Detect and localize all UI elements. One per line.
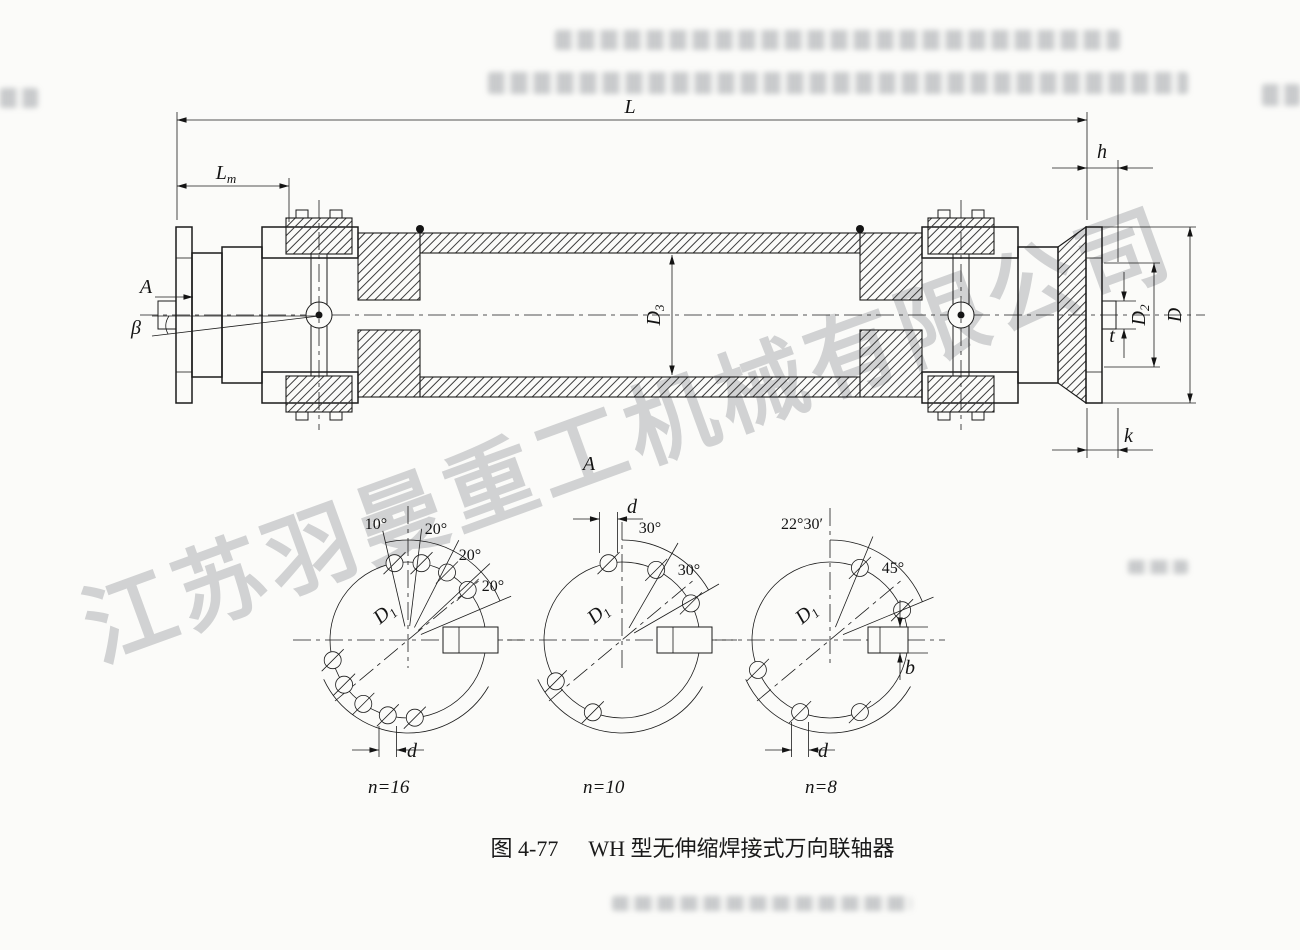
dim-D3-label: D3: [643, 304, 667, 326]
flange-lug: [442, 626, 499, 654]
main-assembly-drawing: L Lm h k: [130, 96, 1205, 458]
figure-title: WH 型无伸缩焊接式万向联轴器: [588, 836, 895, 861]
dim-D1-label: D1: [368, 598, 400, 630]
hole-count-label: n=8: [805, 777, 837, 798]
print-through-smudge: [1128, 560, 1188, 574]
print-through-smudge: [612, 896, 912, 911]
dim-D1-label: D1: [582, 598, 614, 630]
angle-label: 10°: [365, 516, 387, 533]
flange-lug: [867, 626, 909, 654]
dim-Lm-label: Lm: [215, 162, 237, 186]
dimension-Lm: Lm: [177, 162, 290, 222]
flange-lug: [656, 626, 713, 654]
right-universal-joint: [921, 200, 1059, 430]
bolt-holes: [321, 551, 479, 729]
figure-caption: 图 4-77 WH 型无伸缩焊接式万向联轴器: [0, 831, 1300, 863]
angle-dimensions: 22°30′ 45°: [781, 516, 934, 635]
figure-number: 图 4-77: [490, 836, 559, 861]
tube-shaft: [357, 225, 923, 398]
angle-label: 20°: [482, 578, 504, 595]
dimension-b: b: [897, 600, 928, 680]
angle-label: 20°: [425, 521, 447, 538]
dim-d-label: d: [627, 496, 638, 518]
section-view-label: A: [581, 453, 596, 475]
print-through-smudge: [488, 72, 1188, 94]
view-A-label: A: [138, 276, 153, 298]
dimension-L: L: [176, 96, 1088, 220]
weld-dot: [856, 225, 864, 233]
bolt-view-n8: 22°30′ 45° D1 b d n=8: [715, 508, 945, 798]
dim-D2-label: D2: [1128, 304, 1152, 326]
angle-label: 45°: [882, 560, 904, 577]
dimension-D: D: [1090, 226, 1196, 404]
bolt-view-n16: 10° 20° 20° 20° D1 d n=16: [293, 506, 523, 798]
hole-count-label: n=10: [583, 777, 625, 798]
dim-d-label: d: [818, 740, 829, 762]
dim-D1-label: D1: [790, 598, 822, 630]
dimension-d: d: [573, 496, 643, 553]
dimension-d: d: [765, 722, 835, 762]
weld-dot: [416, 225, 424, 233]
bolt-holes: [544, 551, 703, 724]
beta-angle: β: [130, 315, 320, 339]
hole-count-label: n=16: [368, 777, 410, 798]
angle-dimensions: 10° 20° 20° 20°: [365, 516, 512, 635]
beta-label: β: [130, 317, 141, 339]
angle-label: 30°: [678, 562, 700, 579]
angle-label: 20°: [459, 547, 481, 564]
view-arrow-A: A: [138, 276, 193, 300]
dimension-D2: D2: [1104, 262, 1160, 368]
dim-k-label: k: [1124, 425, 1134, 447]
dimension-d: d: [352, 726, 424, 762]
print-through-smudge: [0, 88, 38, 108]
angle-dimensions: 30° 30°: [621, 520, 720, 634]
dimension-D3: D3: [643, 254, 675, 375]
dim-b-label: b: [905, 657, 915, 679]
dimension-t: t: [1109, 272, 1136, 358]
bolt-view-n10: 30° 30° D1 d n=10: [507, 496, 737, 798]
dim-L-label: L: [623, 96, 635, 118]
dim-h-label: h: [1097, 141, 1107, 163]
print-through-smudge: [1262, 84, 1300, 106]
bolt-holes: [746, 556, 914, 724]
angle-label: 22°30′: [781, 516, 823, 533]
left-universal-joint: [221, 200, 359, 430]
dim-t-label: t: [1109, 325, 1115, 347]
print-through-smudge: [555, 30, 1120, 50]
dimension-h: h: [1052, 141, 1153, 262]
dimension-k: k: [1052, 408, 1153, 458]
dim-D-label: D: [1164, 307, 1186, 323]
dim-d-label: d: [407, 740, 418, 762]
angle-label: 30°: [639, 520, 661, 537]
